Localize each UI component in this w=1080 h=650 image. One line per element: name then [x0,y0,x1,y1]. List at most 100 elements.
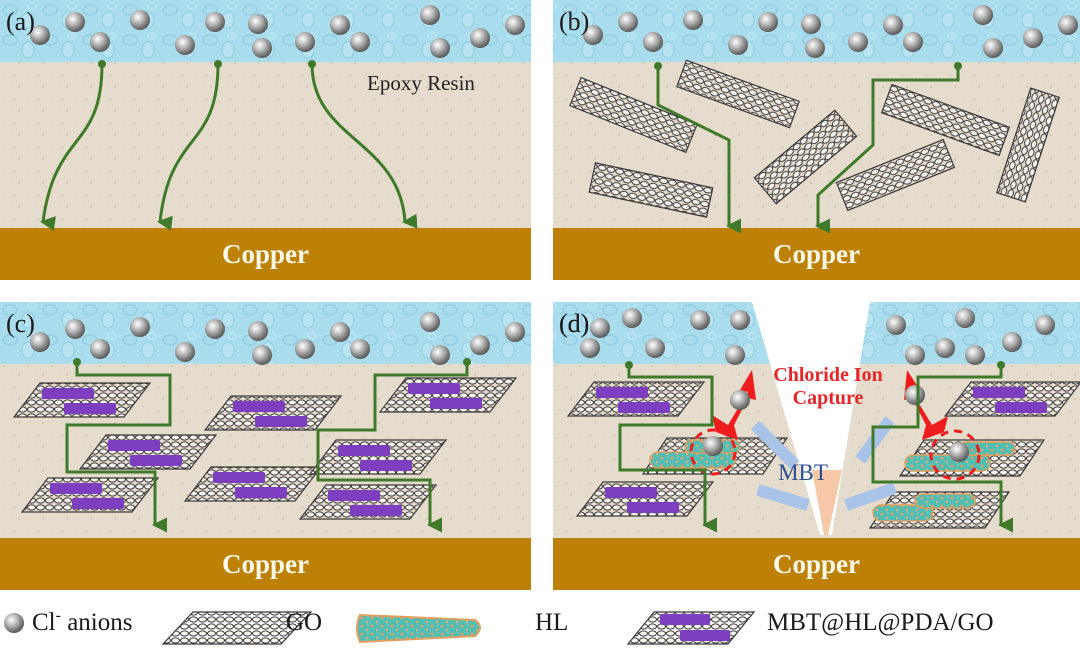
panel-label: (b) [559,7,589,36]
loaded-go-sheet [183,466,323,502]
legend-label: MBT@HL@PDA/GO [767,609,994,636]
chloride-ion [420,312,440,332]
chloride-ion [30,25,50,45]
mbt-bar [233,401,285,412]
graphene-oxide-sheet [835,138,956,212]
mbt-bar [350,505,402,516]
panel-a: Copper(a)Epoxy Resin [0,0,531,280]
chloride-ion [728,35,748,55]
chloride-ion [1058,15,1078,35]
chloride-ion [683,10,703,30]
graphene-oxide-sheet [569,76,698,154]
diffusion-path-arrow [656,66,741,234]
damaged-sheet-bottom [868,491,1011,529]
graphene-oxide-sheet [995,87,1061,203]
chloride-ion [730,390,750,410]
chloride-ion [1035,315,1055,335]
chloride-ion [580,338,600,358]
chloride-ion [175,342,195,362]
chloride-ion [330,322,350,342]
chloride-ion [505,322,525,342]
chloride-ion [295,32,315,52]
panel-b: Copper(b) [553,0,1080,280]
damaged-sheet-right [898,439,1046,477]
chloride-ion [295,339,315,359]
chloride-ion-capture-label: Chloride Ion [773,364,882,386]
mbt-release-arrow [844,482,897,511]
chloride-ion [430,345,450,365]
diffusion-path-arrow [310,63,418,229]
chloride-ion [330,15,350,35]
diffusion-path-arrow [40,63,104,231]
mbt-bar [130,455,182,466]
panel-label: (d) [559,309,589,338]
chloride-ion [905,345,925,365]
legend-label: GO [286,609,322,636]
chloride-ion [65,12,85,32]
mbt-release-arrow [756,484,810,511]
copper-label: Copper [222,239,309,269]
halloysite-nanotube [356,613,481,644]
legend-label: HL [535,609,568,636]
chloride-ion [1002,332,1022,352]
mbt-bar [235,487,287,498]
chloride-ion [690,310,710,330]
panel-c: Copper (c) [0,302,531,590]
chloride-ion [903,32,923,52]
capture-arrow [712,370,756,440]
chloride-ion [350,32,370,52]
graphene-oxide-sheet [588,162,714,218]
chloride-ion [130,317,150,337]
mbt-bar [596,387,648,398]
diffusion-path-arrow [157,63,220,231]
panel-label: (c) [6,309,35,338]
mbt-bar [430,398,482,409]
loaded-go-sheet [78,434,218,470]
chloride-ion [430,38,450,58]
chloride-ion [848,32,868,52]
legend-item-mbt-hl-pda-go: MBT@HL@PDA/GO [626,609,994,645]
mbt-bar [660,614,710,625]
loaded-go-sheet [378,377,518,413]
graphene-oxide-sheet [676,59,800,129]
diffusion-path-arrow [65,362,172,533]
chloride-ion [505,15,525,35]
chloride-ion [130,10,150,30]
mbt-bar [72,498,124,509]
capture-circle [929,429,981,481]
halloysite-nanotube [904,454,991,472]
loaded-go-sheet [298,484,438,520]
mbt-release-zone [812,470,842,535]
chloride-ion [583,25,603,45]
copper-substrate [0,228,531,280]
loaded-go-sheet [12,382,152,418]
chloride-ion [205,319,225,339]
halloysite-nanotube [872,504,934,522]
mbt-bar [627,502,679,513]
chloride-ion [252,38,272,58]
chloride-ion [935,338,955,358]
mbt-bar [338,445,390,456]
chloride-ion [955,308,975,328]
diffusion-path-arrow [871,365,1013,533]
chloride-ion [65,319,85,339]
mbt-bar [50,483,102,494]
chloride-ion [730,310,750,330]
chloride-ion [622,308,642,328]
chloride-ion [248,321,268,341]
mbt-bar [328,490,380,501]
chloride-ion [470,28,490,48]
chloride-ion [205,12,225,32]
chloride-ion [420,5,440,25]
mbt-bar [618,402,670,413]
copper-label: Copper [222,549,309,579]
chloride-ion [248,14,268,34]
mbt-bar [213,472,265,483]
mbt-release-arrow [750,420,800,470]
diffusion-path-arrow [618,365,717,533]
halloysite-nanotube [914,493,976,509]
chloride-ion [886,315,906,335]
copper-substrate [0,538,531,590]
chloride-ion [983,38,1003,58]
